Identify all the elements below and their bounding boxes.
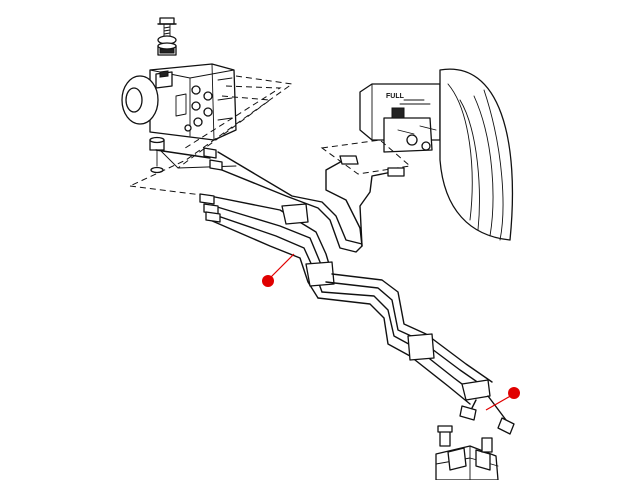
abs-hydraulic-unit — [121, 63, 237, 141]
isolator-bushing — [149, 136, 165, 174]
reservoir-label: FULL — [386, 93, 405, 100]
brake-line-callout-right[interactable] — [485, 387, 520, 411]
rubber-grommet — [157, 42, 177, 56]
master-cylinder-dashed-outline — [320, 139, 412, 175]
brake-booster — [439, 68, 514, 241]
callout-marker-right[interactable] — [508, 387, 520, 399]
brake-line-callout-left[interactable] — [262, 253, 295, 287]
frame-bracket — [435, 425, 499, 480]
brake-line-bundle — [155, 147, 515, 435]
callout-marker-left[interactable] — [262, 275, 274, 287]
mounting-bolt — [157, 17, 177, 45]
master-cylinder: FULL — [359, 83, 441, 153]
